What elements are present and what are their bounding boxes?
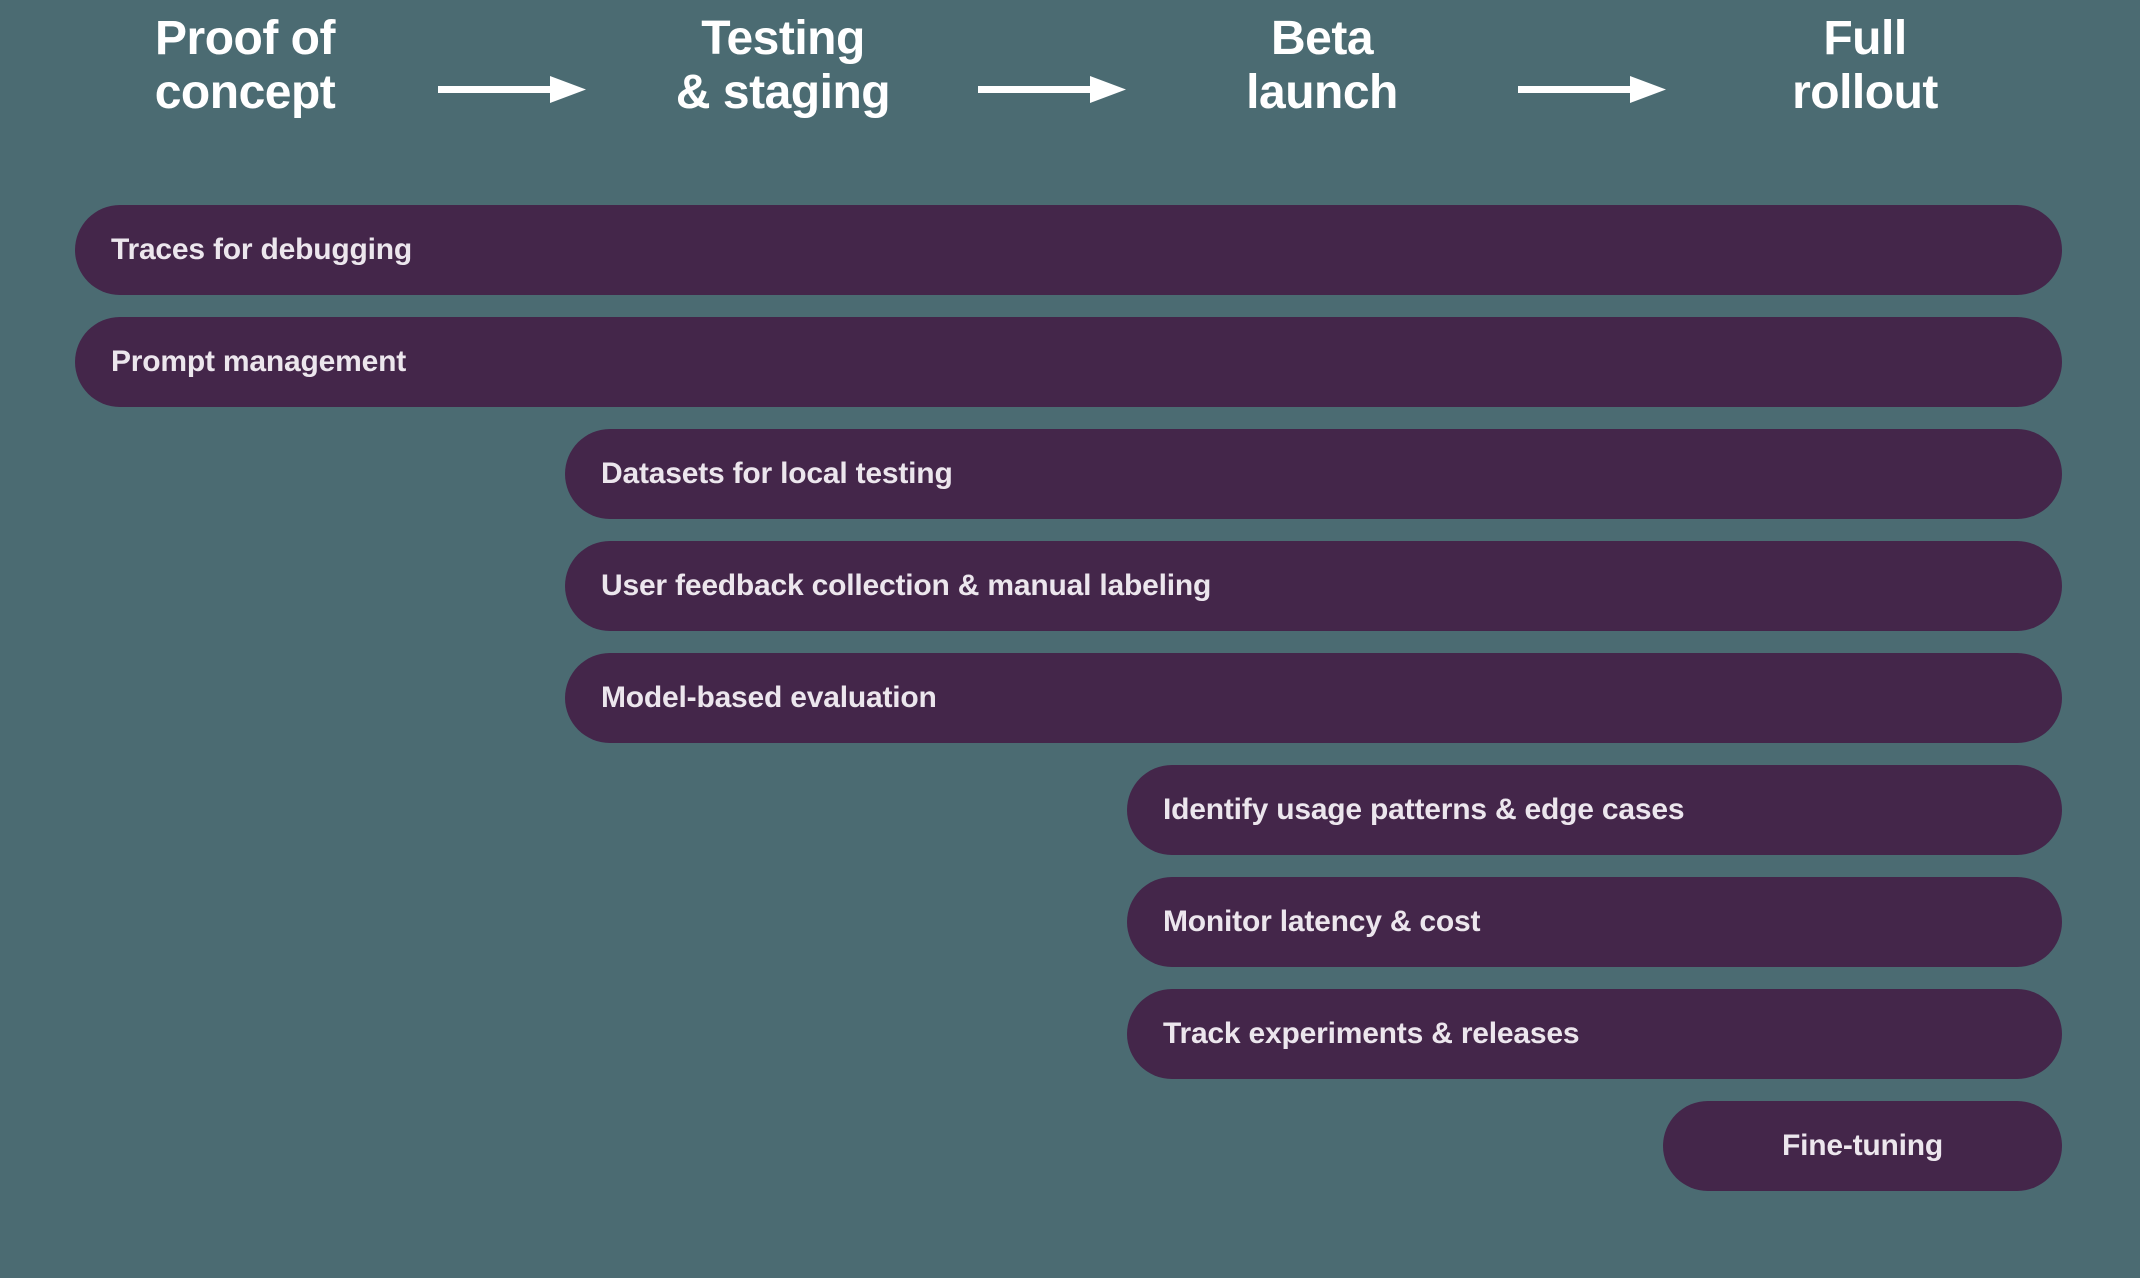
stage-header-full-rollout: Full rollout xyxy=(1792,12,1938,119)
capability-bar-datasets-for-local-testing[interactable]: Datasets for local testing xyxy=(565,429,2062,519)
arrow-right-icon xyxy=(1518,75,1666,103)
capability-bar-identify-usage-patterns[interactable]: Identify usage patterns & edge cases xyxy=(1127,765,2062,855)
capability-bar-label: Prompt management xyxy=(111,345,406,378)
capability-bar-label: Fine-tuning xyxy=(1781,1129,1944,1162)
stage-header-proof-of-concept: Proof of concept xyxy=(154,12,336,119)
capability-bar-fine-tuning[interactable]: Fine-tuning xyxy=(1663,1101,2062,1191)
capability-bar-label: Model-based evaluation xyxy=(601,681,937,714)
capability-bar-track-experiments-and-releases[interactable]: Track experiments & releases xyxy=(1127,989,2062,1079)
capability-bar-user-feedback-collection[interactable]: User feedback collection & manual labeli… xyxy=(565,541,2062,631)
arrow-right-icon xyxy=(438,75,586,103)
arrow-right-icon xyxy=(978,75,1126,103)
capability-bar-monitor-latency-and-cost[interactable]: Monitor latency & cost xyxy=(1127,877,2062,967)
capability-bar-label: Identify usage patterns & edge cases xyxy=(1163,793,1685,826)
capability-bar-label: Track experiments & releases xyxy=(1163,1017,1580,1050)
capability-bar-label: Monitor latency & cost xyxy=(1163,905,1481,938)
capability-bar-label: Traces for debugging xyxy=(111,233,413,266)
capability-bar-label: Datasets for local testing xyxy=(601,457,953,490)
capability-bar-model-based-evaluation[interactable]: Model-based evaluation xyxy=(565,653,2062,743)
capability-bar-prompt-management[interactable]: Prompt management xyxy=(75,317,2062,407)
capability-bar-traces-for-debugging[interactable]: Traces for debugging xyxy=(75,205,2062,295)
stage-header-beta-launch: Beta launch xyxy=(1246,12,1398,119)
stage-header-testing-and-staging: Testing & staging xyxy=(675,12,891,119)
capability-bar-label: User feedback collection & manual labeli… xyxy=(601,569,1212,602)
